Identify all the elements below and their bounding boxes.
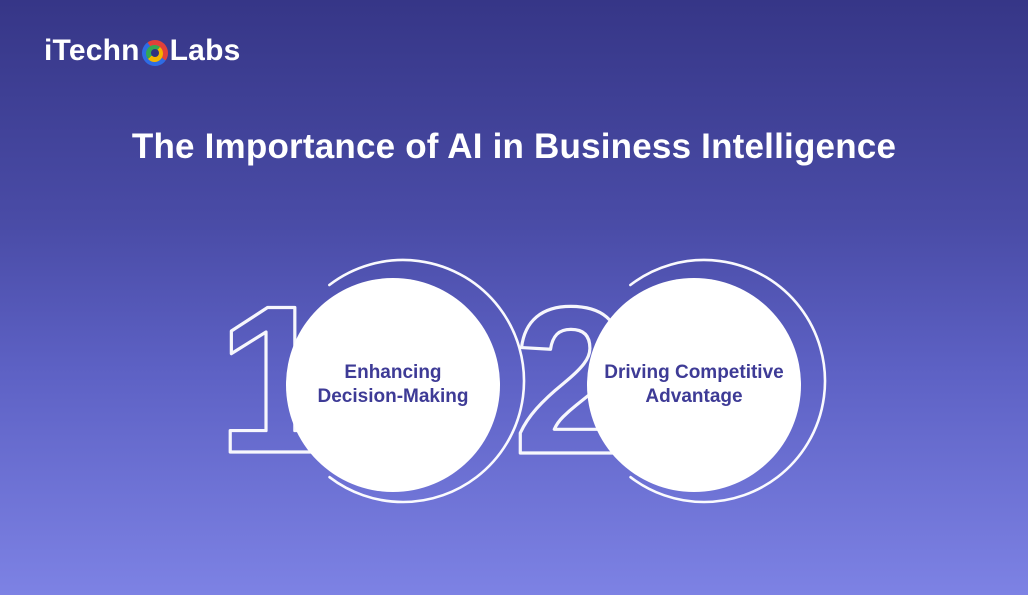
step-2-circle: Driving Competitive Advantage: [587, 278, 801, 492]
step-2-label-line-1: Driving Competitive: [604, 362, 784, 384]
step-2-label: Driving Competitive Advantage: [590, 361, 797, 409]
step-2-arc: [581, 258, 827, 504]
itechnolabs-logo: iTechn Labs: [44, 34, 240, 68]
page-title-text: The Importance of AI in Business Intelli…: [131, 127, 897, 166]
step-1-arc-ring: [280, 258, 526, 504]
step-2-label-line-2: Advantage: [645, 386, 743, 407]
step-1-label: Enhancing Decision-Making: [304, 361, 483, 409]
step-1-circle: Enhancing Decision-Making: [286, 278, 500, 492]
step-1-label-line-1: Enhancing: [344, 362, 442, 384]
techno-ring-icon: [141, 40, 168, 66]
logo-text-left: iTechn: [44, 34, 140, 67]
step-2-arc-ring: [581, 258, 827, 504]
step-1-arc: [280, 258, 526, 504]
step-1-label-line-2: Decision-Making: [317, 386, 469, 407]
logo-text-right: Labs: [169, 34, 241, 67]
page-title: The Importance of AI in Business Intelli…: [0, 121, 1028, 172]
